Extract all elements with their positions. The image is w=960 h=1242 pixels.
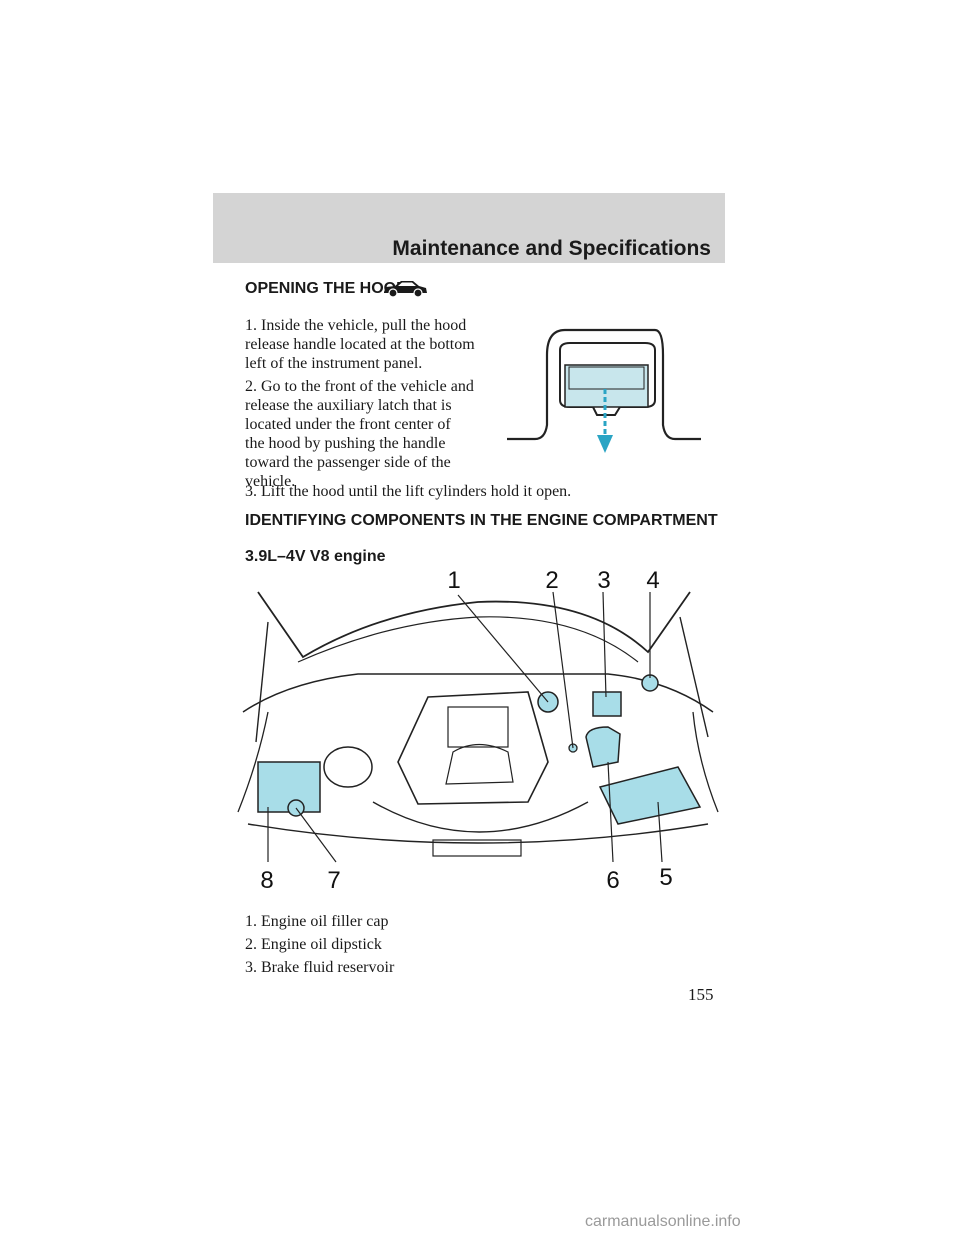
opening-hood-heading: OPENING THE HOOD <box>245 280 408 297</box>
engine-heading: IDENTIFYING COMPONENTS IN THE ENGINE COM… <box>245 512 718 529</box>
step-1-line: 1. Inside the vehicle, pull the hood <box>245 317 467 334</box>
engine-subheading: 3.9L–4V V8 engine <box>245 548 386 565</box>
washer-reservoir <box>585 726 621 768</box>
step-1: 1. Inside the vehicle, pull the hood rel… <box>245 316 475 373</box>
hood-latch-illustration <box>507 328 701 453</box>
callout-6: 6 <box>606 867 619 894</box>
callout-2: 2 <box>545 567 558 594</box>
step-2-line: release the auxiliary latch that is <box>245 397 452 414</box>
callout-3: 3 <box>597 567 610 594</box>
step-2-line: toward the passenger side of the <box>245 454 451 471</box>
step-3: 3. Lift the hood until the lift cylinder… <box>245 483 572 500</box>
component-list: 1. Engine oil filler cap 2. Engine oil d… <box>245 910 394 979</box>
step-2-line: 2. Go to the front of the vehicle and <box>245 378 474 395</box>
watermark: carmanualsonline.info <box>585 1213 741 1230</box>
callout-1: 1 <box>447 567 460 594</box>
push-arrow-icon <box>597 435 613 453</box>
section-title: Maintenance and Specifications <box>392 237 711 260</box>
list-item: 2. Engine oil dipstick <box>245 936 382 953</box>
list-item: 3. Brake fluid reservoir <box>245 959 395 976</box>
header-band: Maintenance and Specifications <box>213 193 725 263</box>
step-1-line: left of the instrument panel. <box>245 355 423 372</box>
step-2: 2. Go to the front of the vehicle and re… <box>245 377 474 491</box>
callout-8: 8 <box>260 867 273 894</box>
callout-7: 7 <box>327 867 340 894</box>
step-1-line: release handle located at the bottom <box>245 336 475 353</box>
callout-5: 5 <box>659 864 672 891</box>
car-icon <box>384 281 427 298</box>
step-2-line: vehicle. <box>245 473 296 490</box>
step-2-line: located under the front center of <box>245 416 451 433</box>
page-number: 155 <box>688 985 714 1004</box>
brake-fluid-reservoir <box>592 691 622 717</box>
callout-4: 4 <box>646 567 659 594</box>
air-filter-box <box>598 766 702 825</box>
engine-compartment-illustration: 1 2 3 4 5 6 7 8 <box>237 567 719 894</box>
step-2-line: the hood by pushing the handle <box>245 435 446 452</box>
list-item: 1. Engine oil filler cap <box>245 913 389 930</box>
